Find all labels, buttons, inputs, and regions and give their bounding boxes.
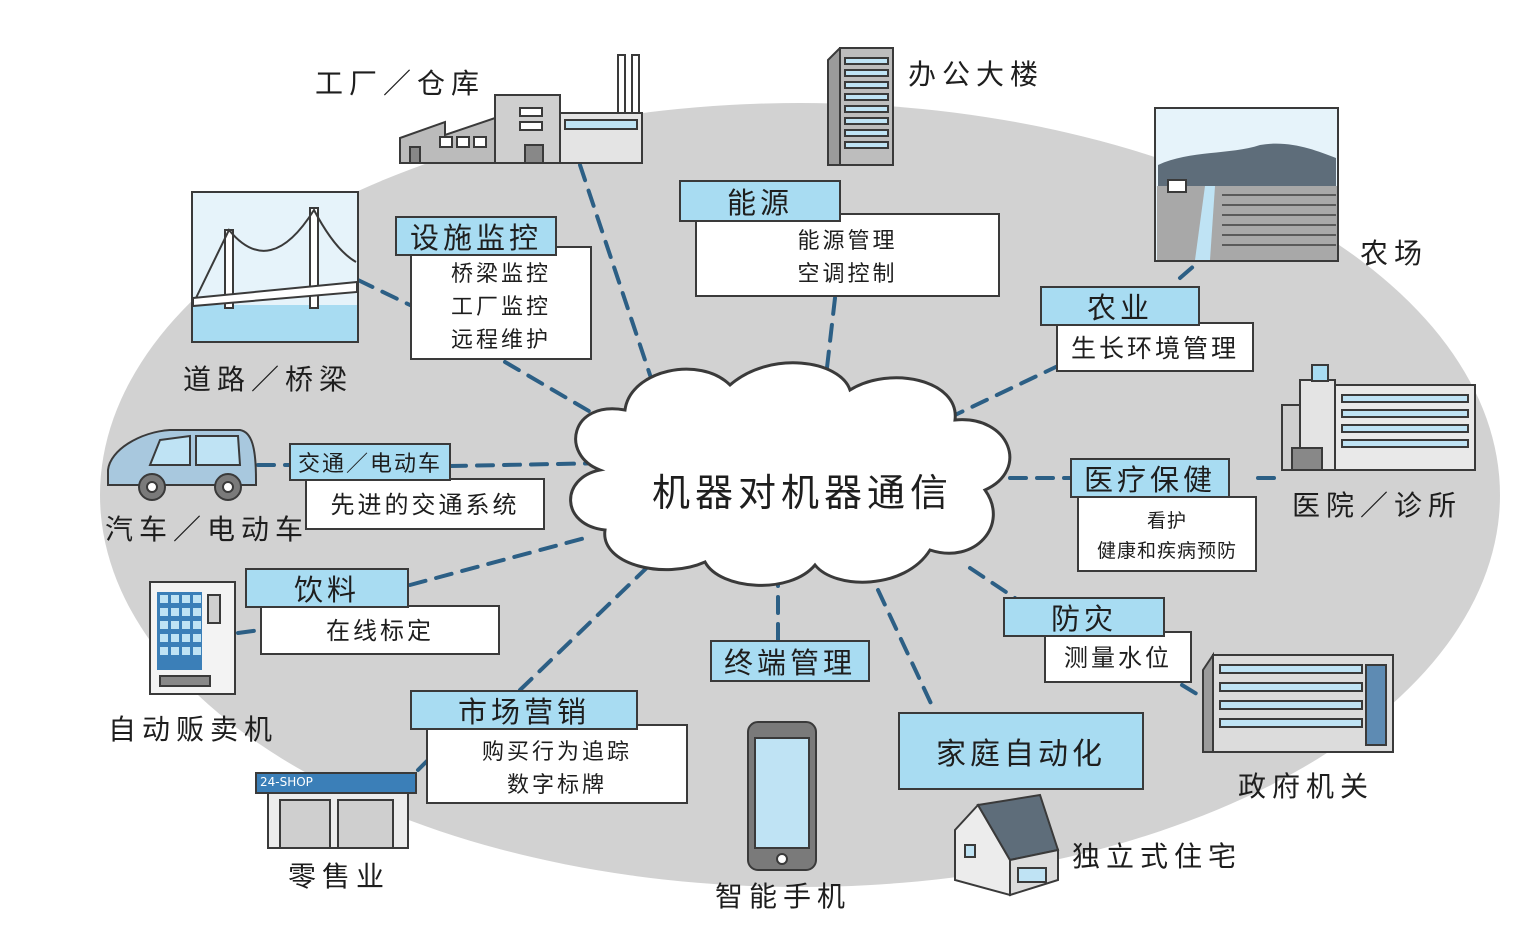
- place-road-label: 道路／桥梁: [183, 363, 354, 396]
- connector-beverage: [408, 536, 587, 587]
- home-tag: 家庭自动化: [898, 712, 1144, 790]
- medical-tag: 医疗保健: [1070, 458, 1230, 498]
- facility-box: 桥梁监控 工厂监控 远程维护: [410, 246, 592, 360]
- beverage-tag: 饮料: [245, 568, 409, 608]
- place-smartphone-label: 智能手机: [715, 880, 852, 913]
- marketing-item: 数字标牌: [506, 773, 607, 798]
- energy-item: 空调控制: [797, 262, 898, 287]
- beverage-box: 在线标定: [260, 605, 500, 655]
- connector-factory: [578, 163, 662, 407]
- smartphone-icon: [747, 721, 817, 871]
- connector-marketing: [518, 553, 662, 692]
- factory-icon: [399, 54, 643, 164]
- beverage-item: 在线标定: [326, 617, 434, 645]
- facility-item: 桥梁监控: [450, 262, 551, 287]
- traffic-item: 先进的交通系统: [330, 491, 520, 519]
- bridge-icon: [191, 191, 359, 343]
- place-office-label: 办公大楼: [908, 58, 1045, 91]
- place-car-label: 汽车／电动车: [105, 513, 310, 546]
- car-icon: [107, 429, 257, 501]
- place-hospital-label: 医院／诊所: [1292, 489, 1463, 522]
- connector-agri: [953, 363, 1062, 417]
- connector-road: [356, 278, 412, 307]
- disaster-item: 测量水位: [1064, 644, 1172, 672]
- traffic-tag: 交通／电动车: [289, 443, 451, 481]
- vending-machine-icon: [149, 581, 236, 695]
- connector-energy: [823, 296, 837, 387]
- center-title: 机器对机器通信: [652, 471, 954, 515]
- connector-traffic: [448, 461, 612, 468]
- farm-icon: [1154, 107, 1339, 262]
- shop-sign-text: 24-SHOP: [260, 775, 313, 789]
- medical-box: 看护 健康和疾病预防: [1077, 496, 1257, 572]
- connector-home: [876, 588, 937, 714]
- place-retail-label: 零售业: [288, 860, 391, 893]
- agri-tag: 农业: [1040, 286, 1200, 326]
- retail-shop-icon: [255, 772, 417, 849]
- marketing-box: 购买行为追踪 数字标牌: [426, 724, 688, 804]
- marketing-tag: 市场营销: [410, 690, 638, 730]
- energy-box: 能源管理 空调控制: [695, 213, 1000, 297]
- connector-farm: [1178, 263, 1197, 280]
- place-government-label: 政府机关: [1238, 770, 1375, 803]
- energy-item: 能源管理: [797, 229, 898, 254]
- office-building-icon: [827, 47, 894, 166]
- place-factory-label: 工厂／仓库: [315, 67, 486, 100]
- connector-disaster: [968, 566, 1017, 600]
- agri-box: 生长环境管理: [1056, 322, 1254, 372]
- disaster-tag: 防灾: [1003, 597, 1165, 637]
- energy-tag: 能源: [679, 180, 841, 222]
- place-vending-label: 自动贩卖机: [108, 713, 279, 746]
- facility-item: 远程维护: [450, 328, 551, 353]
- government-building-icon: [1202, 651, 1394, 753]
- center-cloud: [569, 361, 1012, 587]
- medical-item: 看护: [1146, 510, 1187, 532]
- connector-vending: [236, 628, 262, 635]
- terminal-tag: 终端管理: [710, 640, 870, 682]
- marketing-item: 购买行为追踪: [481, 740, 632, 765]
- place-house-label: 独立式住宅: [1072, 840, 1243, 873]
- agri-item: 生长环境管理: [1070, 334, 1239, 363]
- traffic-box: 先进的交通系统: [305, 478, 545, 530]
- hospital-icon: [1281, 364, 1476, 471]
- facility-tag: 设施监控: [395, 216, 557, 256]
- house-icon: [954, 793, 1060, 897]
- medical-item: 健康和疾病预防: [1096, 540, 1237, 562]
- disaster-box: 测量水位: [1044, 631, 1192, 683]
- facility-item: 工厂监控: [450, 295, 551, 320]
- place-farm-label: 农场: [1360, 237, 1429, 270]
